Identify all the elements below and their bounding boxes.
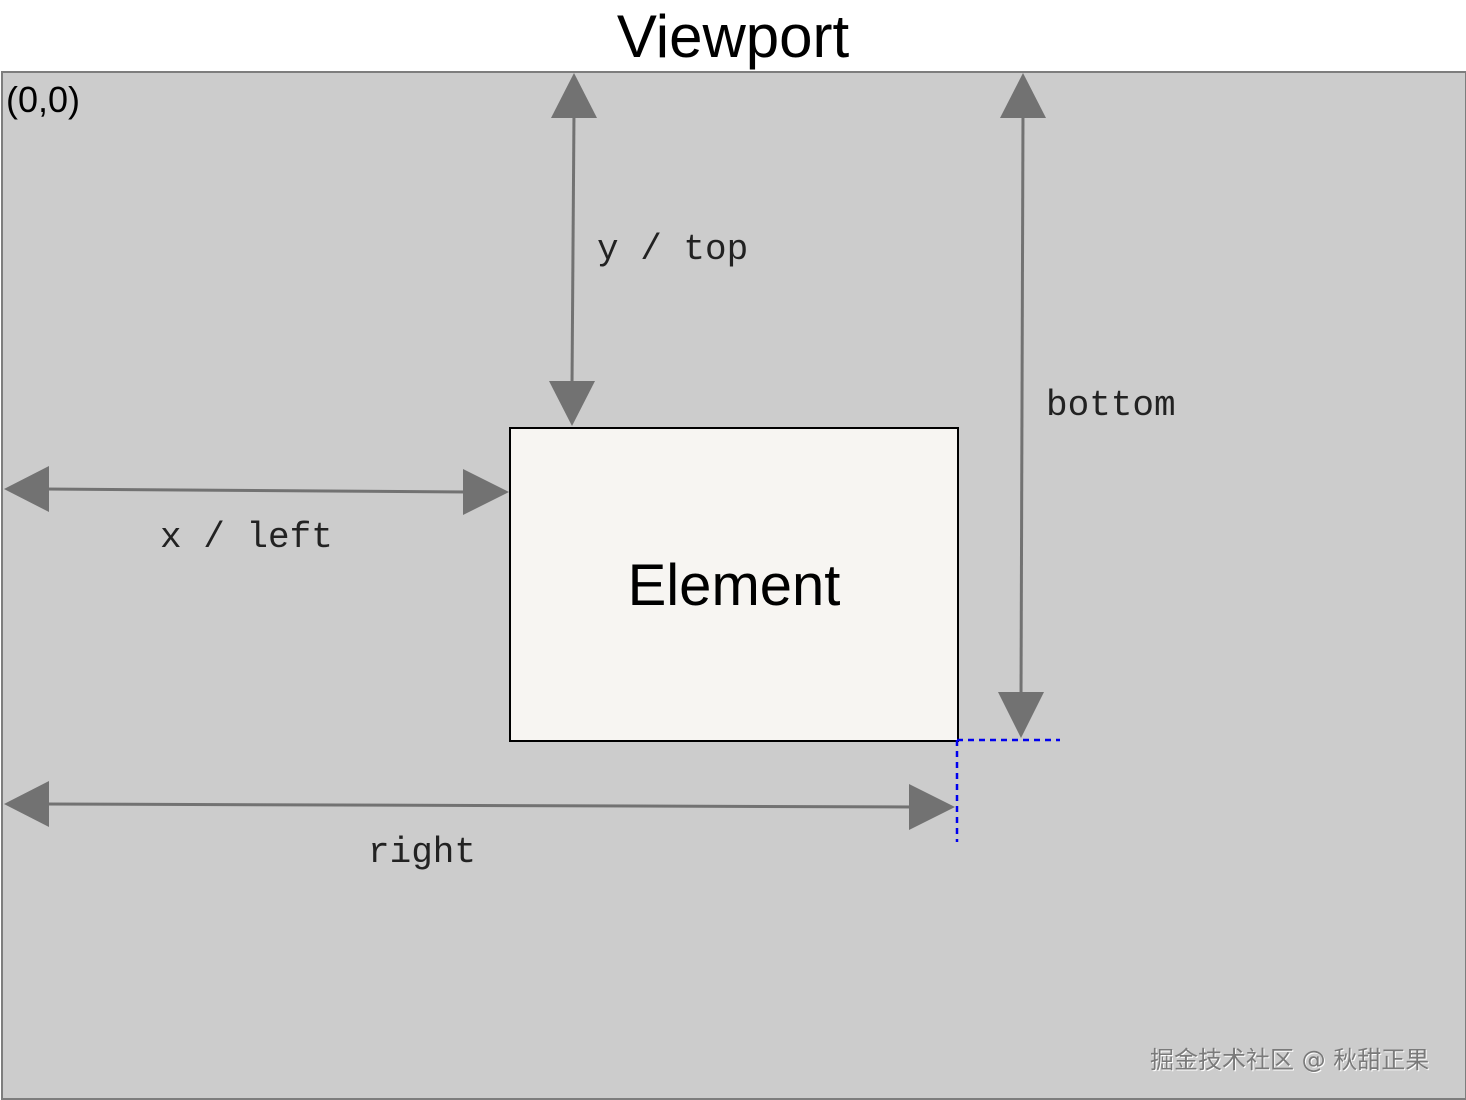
right-arrow	[4, 781, 955, 830]
left-arrow	[4, 466, 509, 515]
origin-label: (0,0)	[6, 79, 81, 120]
watermark: 掘金技术社区 @ 秋甜正果	[1150, 1046, 1430, 1074]
right-label: right	[368, 832, 477, 873]
corner-guides	[955, 738, 1060, 842]
left-label: x / left	[160, 517, 333, 558]
right-arrow-head-right	[909, 784, 955, 830]
bottom-label: bottom	[1046, 385, 1176, 426]
element-label: Element	[627, 553, 841, 618]
top-arrow	[549, 73, 597, 426]
bottom-arrow	[998, 73, 1046, 738]
top-label: y / top	[597, 229, 749, 270]
element-box	[509, 427, 959, 742]
right-arrow-head-left	[4, 781, 49, 827]
left-arrow-head-left	[4, 466, 49, 512]
bottom-arrow-head-up	[1000, 73, 1046, 118]
left-arrow-head-right	[463, 469, 509, 515]
bottom-arrow-head-down	[998, 692, 1044, 738]
top-arrow-head-up	[551, 73, 597, 118]
top-arrow-head-down	[549, 381, 595, 426]
diagram-title: Viewport	[616, 3, 850, 70]
